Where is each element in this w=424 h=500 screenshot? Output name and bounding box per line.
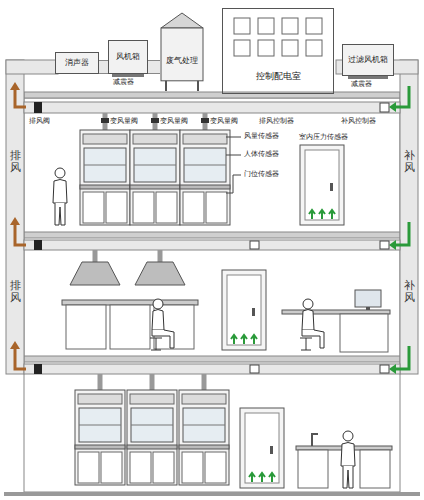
filter-fan-box: 过滤风机箱 <box>342 44 394 76</box>
tower-part <box>161 28 203 81</box>
control-room: 控制配电室 <box>222 8 334 94</box>
node-label: 过滤风机箱 <box>348 55 388 64</box>
fan-box: 风机箱 <box>108 40 148 74</box>
duct-connector <box>148 67 160 68</box>
sensor-label: 室内压力传感器 <box>298 133 349 141</box>
duct-line <box>148 60 160 74</box>
sensor-label: 风量传感器 <box>243 132 280 140</box>
node-label: 废气处理 <box>166 56 198 65</box>
controller-label: 补风控制器 <box>340 117 377 125</box>
valve-label: 变风量阀 <box>159 117 189 125</box>
duct-label: 补风 <box>404 150 415 174</box>
duct-label: 排风 <box>10 280 21 304</box>
valve-label: 排风阀 <box>28 117 51 125</box>
duct-line <box>99 61 108 73</box>
sensor-label: 门位传感器 <box>243 170 280 178</box>
node-label: 控制配电室 <box>256 71 301 81</box>
duct-label: 排风 <box>10 150 21 174</box>
silencer-box: 消声器 <box>55 52 99 74</box>
node-label: 风机箱 <box>116 52 140 61</box>
valve-label: 变风量阀 <box>109 117 139 125</box>
node-label: 消声器 <box>65 58 89 67</box>
valve-label: 变风量阀 <box>209 117 239 125</box>
damper-label: 减震器 <box>350 80 373 88</box>
duct-label: 补风 <box>404 280 415 304</box>
tower-part <box>161 13 203 28</box>
duct-line <box>99 60 108 74</box>
duct-line <box>148 61 160 73</box>
tower-outline <box>160 12 204 92</box>
sensor-label: 人体传感器 <box>243 150 280 158</box>
damper-label: 减震器 <box>112 78 135 86</box>
controller-label: 排风控制器 <box>258 117 295 125</box>
exhaust-tower: 废气处理 <box>160 12 204 92</box>
tower-part <box>166 81 198 91</box>
duct-connector <box>99 67 108 68</box>
